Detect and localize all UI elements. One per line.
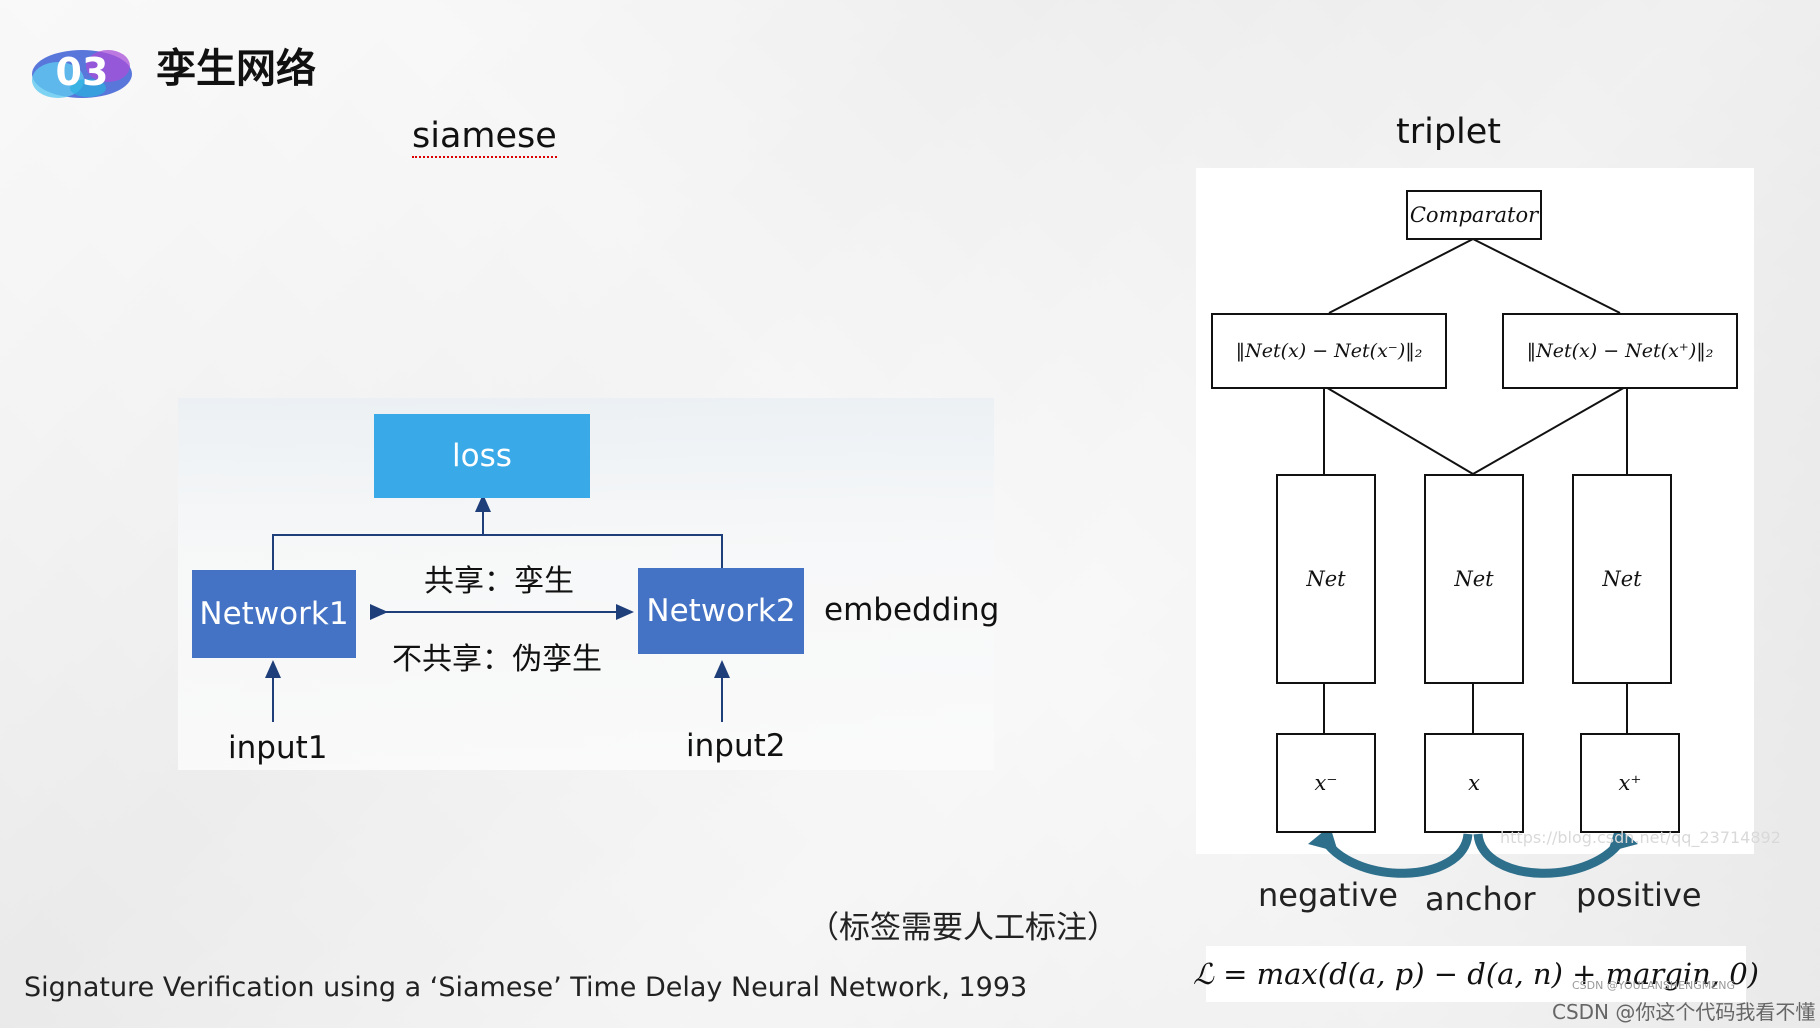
triplet-loss-formula: ℒ = max(d(a, p) − d(a, n) + margin, 0) bbox=[1193, 946, 1759, 1002]
triplet-title: triplet bbox=[1396, 112, 1502, 152]
unshared-text: 不共享：伪孪生 bbox=[392, 642, 602, 677]
distance-negative-box: ‖Net(x) − Net(x⁻)‖₂ bbox=[1211, 313, 1447, 389]
paper-reference: Signature Verification using a ‘Siamese’… bbox=[24, 972, 1028, 1003]
siamese-title: siamese bbox=[412, 116, 557, 158]
input-box-positive: x⁺ bbox=[1580, 733, 1680, 833]
formula-watermark: CSDN @YOULANSHENGMENG bbox=[1572, 979, 1735, 992]
network2-block: Network2 bbox=[638, 568, 804, 654]
csdn-watermark: CSDN @你这个代码我看不懂 bbox=[1552, 1000, 1816, 1024]
positive-label: positive bbox=[1576, 876, 1702, 914]
input-box-negative: x⁻ bbox=[1276, 733, 1376, 833]
annotation-note: （标签需要人工标注） bbox=[808, 910, 1118, 946]
anchor-to-negative-arrow bbox=[1318, 833, 1473, 878]
comparator-box: Comparator bbox=[1406, 190, 1542, 240]
input2-label: input2 bbox=[686, 728, 786, 764]
embedding-label: embedding bbox=[824, 592, 1000, 628]
net-box-anchor: Net bbox=[1424, 474, 1524, 684]
anchor-label: anchor bbox=[1425, 880, 1536, 918]
page-title: 孪生网络 bbox=[156, 46, 316, 92]
net-box-negative: Net bbox=[1276, 474, 1376, 684]
distance-positive-box: ‖Net(x) − Net(x⁺)‖₂ bbox=[1502, 313, 1738, 389]
net-box-positive: Net bbox=[1572, 474, 1672, 684]
input1-label: input1 bbox=[228, 730, 328, 766]
section-number-badge: 03 bbox=[32, 50, 132, 98]
anchor-to-positive-arrow bbox=[1473, 833, 1628, 878]
loss-block: loss bbox=[374, 414, 590, 498]
network1-block: Network1 bbox=[192, 570, 356, 658]
input-box-anchor: x bbox=[1424, 733, 1524, 833]
shared-text: 共享：孪生 bbox=[424, 564, 574, 599]
badge-number: 03 bbox=[56, 50, 109, 94]
negative-label: negative bbox=[1258, 876, 1398, 914]
blog-watermark: https://blog.csdn.net/qq_23714892 bbox=[1500, 828, 1781, 847]
loss-connector bbox=[272, 534, 723, 570]
